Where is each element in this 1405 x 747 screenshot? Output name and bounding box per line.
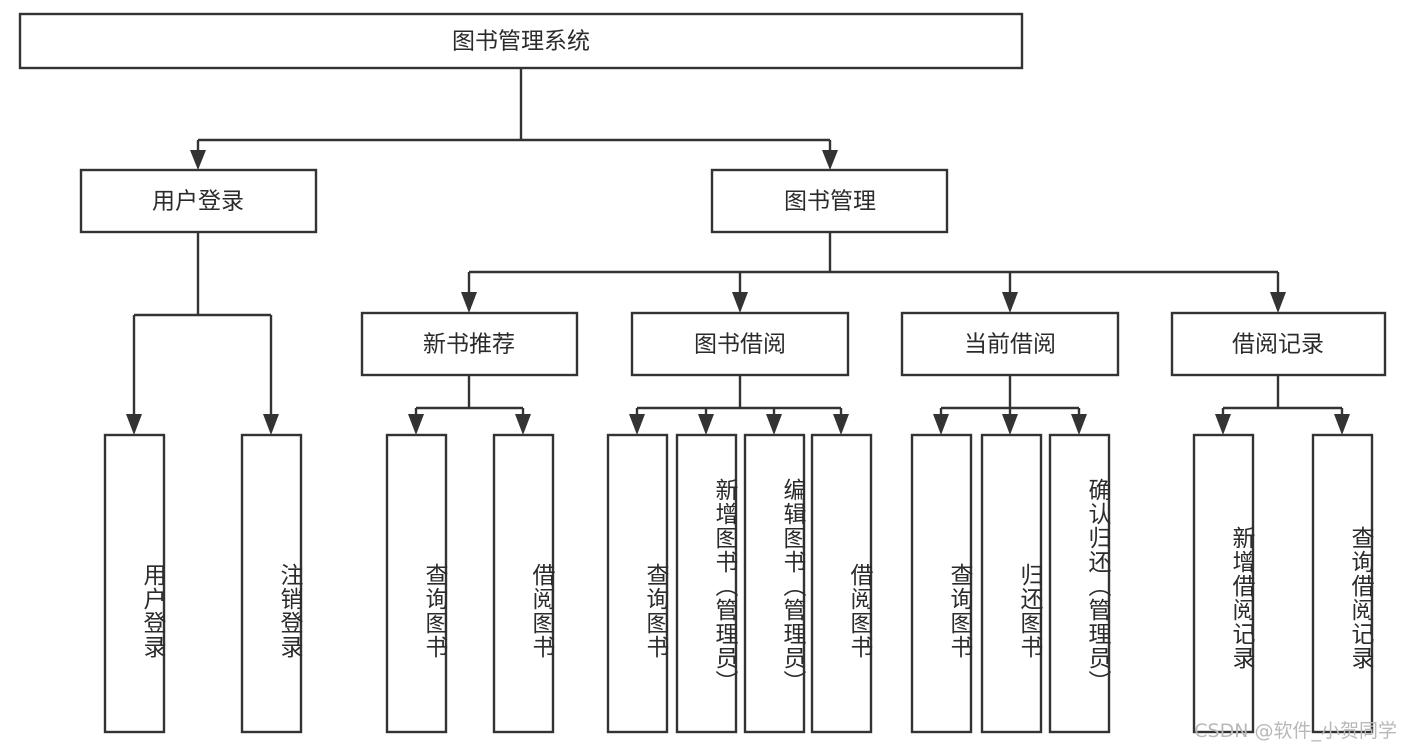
node-book-borrow[interactable]: 图书借阅 — [630, 311, 850, 377]
node-new-book-recommend-label: 新书推荐 — [423, 332, 515, 358]
leaf-box-current-borrow-2[interactable] — [980, 433, 1043, 734]
arrow-head-icon — [933, 414, 949, 435]
arrow-head-icon — [833, 414, 849, 435]
leaf-box-borrow-records-1[interactable] — [1192, 433, 1255, 734]
arrow-head-icon — [822, 150, 838, 170]
node-current-borrow[interactable]: 当前借阅 — [900, 311, 1120, 377]
arrow-head-icon — [1334, 414, 1350, 435]
arrow-head-icon — [515, 414, 531, 435]
connector-group-current-borrow — [933, 375, 1087, 435]
arrow-head-icon — [408, 414, 424, 435]
connector-group-user-login — [126, 232, 279, 435]
node-new-book-recommend[interactable]: 新书推荐 — [360, 311, 579, 377]
arrow-head-icon — [190, 150, 206, 170]
node-book-management-box[interactable] — [710, 168, 949, 234]
arrow-head-icon — [263, 414, 279, 435]
leaf-box-new-book-2[interactable] — [492, 433, 555, 734]
arrow-head-icon — [1270, 292, 1286, 313]
leaf-group-current-borrow — [910, 433, 1111, 734]
leaf-box-book-borrow-3[interactable] — [743, 433, 806, 734]
node-root-label: 图书管理系统 — [452, 29, 590, 55]
arrow-head-icon — [629, 414, 645, 435]
node-book-borrow-label: 图书借阅 — [694, 332, 786, 358]
leaf-box-current-borrow-3[interactable] — [1048, 433, 1111, 734]
leaf-box-new-book-1[interactable] — [385, 433, 448, 734]
arrow-head-icon — [1215, 414, 1231, 435]
leaf-box-book-borrow-4[interactable] — [810, 433, 873, 734]
node-new-book-recommend-box[interactable] — [360, 311, 579, 377]
connector-group-book-management — [461, 232, 1286, 313]
leaf-group-user-login — [103, 433, 303, 734]
node-book-management-label: 图书管理 — [784, 189, 876, 215]
leaf-box-user-login-2[interactable] — [240, 433, 303, 734]
node-current-borrow-label: 当前借阅 — [964, 332, 1056, 358]
leaf-group-borrow-records — [1192, 433, 1374, 734]
leaf-box-user-login-1[interactable] — [103, 433, 166, 734]
leaf-group-book-borrow — [606, 433, 873, 734]
leaf-group-new-book-recommend — [385, 433, 555, 734]
node-root[interactable]: 图书管理系统 — [18, 12, 1024, 70]
node-borrow-records-box[interactable] — [1170, 311, 1387, 377]
leaf-box-current-borrow-1[interactable] — [910, 433, 973, 734]
arrow-head-icon — [461, 292, 477, 313]
node-root-box[interactable] — [18, 12, 1024, 70]
node-current-borrow-box[interactable] — [900, 311, 1120, 377]
node-user-login-label: 用户登录 — [152, 189, 244, 215]
leaf-box-book-borrow-1[interactable] — [606, 433, 669, 734]
connector-group-book-borrow — [629, 375, 849, 435]
arrow-head-icon — [732, 292, 748, 313]
node-book-management[interactable]: 图书管理 — [710, 168, 949, 234]
arrow-head-icon — [698, 414, 714, 435]
node-borrow-records-label: 借阅记录 — [1232, 332, 1324, 358]
node-user-login[interactable]: 用户登录 — [79, 168, 318, 234]
connector-group-new-book — [408, 375, 531, 435]
node-book-borrow-box[interactable] — [630, 311, 850, 377]
arrow-head-icon — [766, 414, 782, 435]
node-borrow-records[interactable]: 借阅记录 — [1170, 311, 1387, 377]
arrow-head-icon — [1002, 414, 1018, 435]
arrow-head-icon — [126, 414, 142, 435]
leaf-box-book-borrow-2[interactable] — [675, 433, 738, 734]
connector-group-root — [190, 68, 838, 170]
node-user-login-box[interactable] — [79, 168, 318, 234]
arrow-head-icon — [1002, 292, 1018, 313]
connector-group-borrow-records — [1215, 375, 1350, 435]
arrow-head-icon — [1071, 414, 1087, 435]
leaf-box-borrow-records-2[interactable] — [1311, 433, 1374, 734]
csdn-watermark: CSDN @软件_小贺同学 — [1194, 720, 1397, 742]
